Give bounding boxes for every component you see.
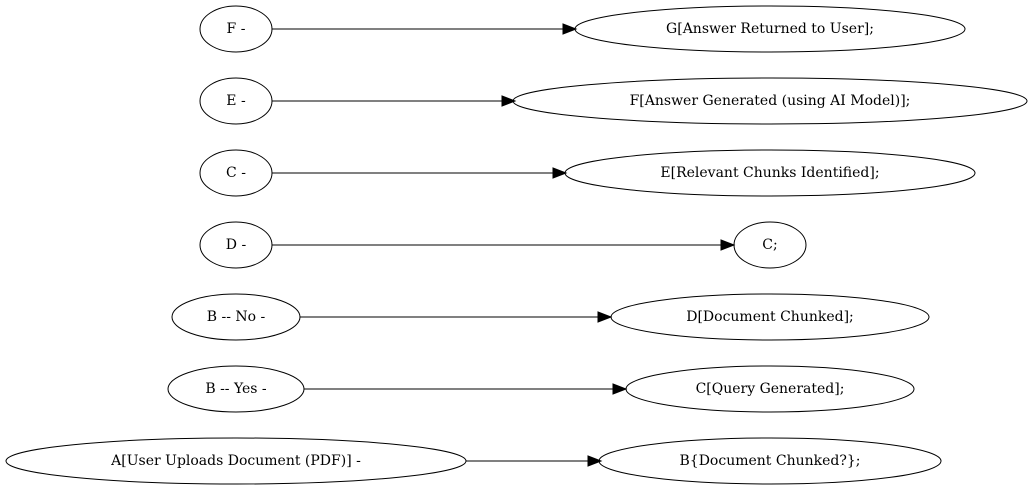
target-node-d [610,293,930,341]
target-node-f [512,77,1028,125]
target-label-e: E[Relevant Chunks Identified]; [660,165,879,181]
source-label-f: F - [227,21,246,37]
arrowhead-icon [562,23,578,35]
arrowhead-icon [597,311,613,323]
edge-row-3: D - C; [199,221,807,269]
arrowhead-icon [501,95,517,107]
arrowhead-icon [552,167,568,179]
source-label-b-no: B -- No - [207,309,266,325]
target-node-c-query [625,365,915,413]
source-label-d: D - [226,237,247,253]
edge-row-0: F - G[Answer Returned to User]; [199,5,966,53]
target-node-b [598,437,942,485]
edge-row-1: E - F[Answer Generated (using AI Model)]… [199,77,1028,125]
target-label-g: G[Answer Returned to User]; [666,21,874,37]
source-label-a: A[User Uploads Document (PDF)] - [110,453,361,469]
target-node-e [564,149,976,197]
target-label-d: D[Document Chunked]; [686,309,854,325]
source-label-b-yes: B -- Yes - [205,381,267,397]
target-label-f: F[Answer Generated (using AI Model)]; [630,93,911,109]
edge-row-5: B -- Yes - C[Query Generated]; [167,365,915,413]
source-label-e: E - [226,93,246,109]
edge-row-2: C - E[Relevant Chunks Identified]; [199,149,976,197]
target-label-c-query: C[Query Generated]; [696,381,845,397]
edge-row-4: B -- No - D[Document Chunked]; [171,293,930,341]
arrowhead-icon [612,383,628,395]
edge-row-6: A[User Uploads Document (PDF)] - B{Docum… [5,437,942,485]
target-node-c [733,221,807,269]
target-label-c: C; [762,237,777,253]
source-label-c: C - [226,165,246,181]
arrowhead-icon [720,239,736,251]
arrowhead-icon [587,455,603,467]
target-label-b: B{Document Chunked?}; [680,453,861,469]
target-node-g [574,5,966,53]
